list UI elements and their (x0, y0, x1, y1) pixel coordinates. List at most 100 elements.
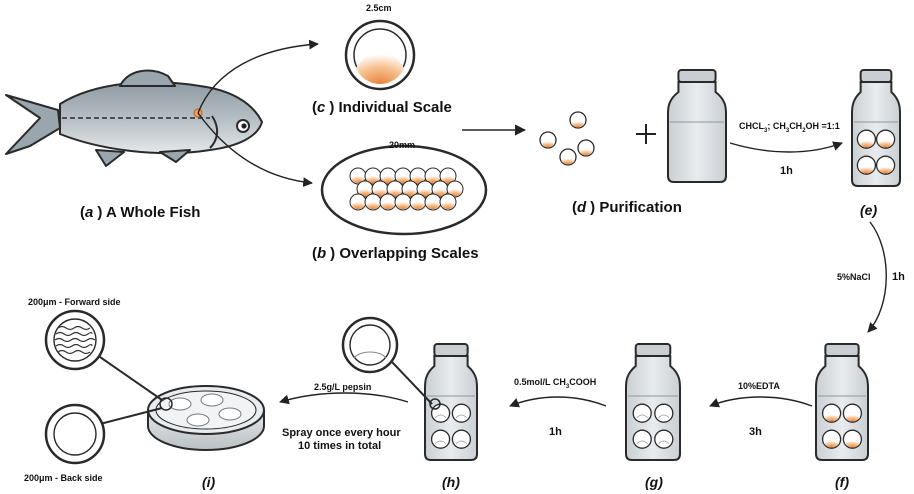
overlap-scale-tint (366, 175, 380, 184)
arrow-f-to-g (709, 396, 813, 408)
reagent-g-to-h-part-a: 0.5mol/L CH (514, 377, 566, 387)
caption-a-letter: a (85, 204, 94, 221)
note-h-to-i-line-1: Spray once every hour (282, 427, 401, 439)
bottle-cap (634, 343, 672, 357)
scale-tint (823, 440, 840, 448)
overlap-scale-tint (411, 201, 425, 210)
caption-f: (f) (835, 474, 849, 490)
individual-scale-dimension: 2.5cm (366, 3, 392, 13)
overlap-scale-tint (418, 188, 432, 197)
time-f-to-g: 3h (749, 426, 762, 438)
arrow-g-to-h (509, 396, 607, 408)
reagent-d-to-e-sub-2: 3 (785, 127, 790, 134)
overlap-scale-tint (433, 188, 447, 197)
reagent-d-to-e-part-b: ; CH (767, 121, 786, 131)
arrow-h-to-i (279, 392, 409, 405)
caption-d-text: Purification (599, 199, 682, 216)
reagent-f-to-g: 10%EDTA (738, 381, 780, 391)
overlap-scale-tint (358, 188, 372, 197)
solvent-bottle (667, 69, 727, 183)
magnified-forward-side (44, 309, 163, 401)
scale-rim (658, 414, 670, 418)
scale-rim (658, 440, 670, 444)
scale (451, 429, 472, 449)
scale-tint (858, 166, 875, 174)
bottle-cap (824, 343, 860, 357)
overlap-scale-tint (396, 175, 410, 184)
bottle-f (815, 343, 869, 461)
scale (430, 403, 451, 423)
scale (632, 403, 652, 423)
reagent-d-to-e-sub-3: 2 (802, 127, 806, 134)
bottle-g (625, 343, 681, 461)
overlap-scale-tint (351, 175, 365, 184)
caption-d: (d) Purification (572, 199, 682, 216)
scale (430, 429, 451, 449)
individual-scale-figure (344, 19, 416, 91)
scale-tint (561, 157, 575, 165)
caption-b-letter: b (317, 245, 327, 262)
reagent-g-to-h: 0.5mol/L CH3COOH (514, 377, 596, 390)
scale-tint (541, 140, 555, 148)
caption-i: (i) (202, 474, 216, 490)
scale-tint (877, 166, 894, 174)
time-e-to-f: 1h (892, 271, 905, 283)
overlap-scale-tint (441, 201, 455, 210)
bottle-cap (677, 69, 717, 83)
arrow-fish-to-individual-scale (197, 39, 319, 114)
caption-h: (h) (442, 474, 460, 490)
scale-tint (877, 140, 894, 148)
whole-fish (5, 69, 263, 167)
arrow-e-to-f (867, 221, 887, 333)
reagent-d-to-e-part-a: CHCL (739, 121, 764, 131)
scale-tint (571, 120, 585, 128)
scale-rim (455, 440, 468, 444)
caption-e: (e) (860, 202, 878, 218)
overlap-scale-tint (396, 201, 410, 210)
overlap-scale-tint (373, 188, 387, 197)
bottle-h (424, 343, 478, 461)
scale (654, 429, 674, 449)
magnified-back-side (44, 403, 163, 465)
overlap-scale-tint (366, 201, 380, 210)
reagent-d-to-e: CHCL3; CH3CH2OH =1:1 (739, 121, 840, 134)
time-d-to-e: 1h (780, 165, 793, 177)
arrow-fish-to-overlapping-scales (197, 112, 313, 187)
bottle-body (667, 81, 727, 183)
plus-sign (636, 124, 656, 144)
scale-tint (858, 140, 875, 148)
bottle-cap (859, 69, 893, 83)
scale (632, 429, 652, 449)
scale-rim (455, 414, 468, 418)
scale-rim (636, 440, 648, 444)
scale (654, 403, 674, 423)
magnified-scale-h (341, 316, 441, 410)
overlap-scale-tint (388, 188, 402, 197)
caption-a: (a) A Whole Fish (80, 204, 201, 221)
purified-scales (539, 111, 595, 166)
caption-c-letter: c (317, 99, 326, 116)
overlap-scale-tint (426, 201, 440, 210)
caption-c-text: Individual Scale (338, 99, 452, 116)
caption-g: (g) (645, 474, 663, 490)
reagent-g-to-h-part-b: COOH (569, 377, 597, 387)
arrow-d-to-e (729, 141, 843, 153)
reagent-d-to-e-sub-1: 3 (764, 127, 768, 134)
caption-a-text: A Whole Fish (105, 204, 201, 221)
note-h-to-i-line-2: 10 times in total (298, 440, 382, 452)
overlap-scale-tint (441, 175, 455, 184)
overlap-scale-tint (403, 188, 417, 197)
reagent-e-to-f: 5%NaCl (837, 272, 871, 282)
overlap-scale-tint (426, 175, 440, 184)
back-side-label: 200μm - Back side (24, 473, 103, 483)
scale-tint (823, 414, 840, 422)
overlapping-scales-figure (320, 144, 488, 236)
caption-d-letter: d (577, 199, 587, 216)
scale-rim (434, 414, 447, 418)
overlap-scale-tint (448, 188, 462, 197)
reagent-h-to-i: 2.5g/L pepsin (314, 382, 372, 392)
forward-side-label: 200μm - Forward side (28, 297, 121, 307)
time-g-to-h: 1h (549, 426, 562, 438)
scale-tint (579, 148, 593, 156)
